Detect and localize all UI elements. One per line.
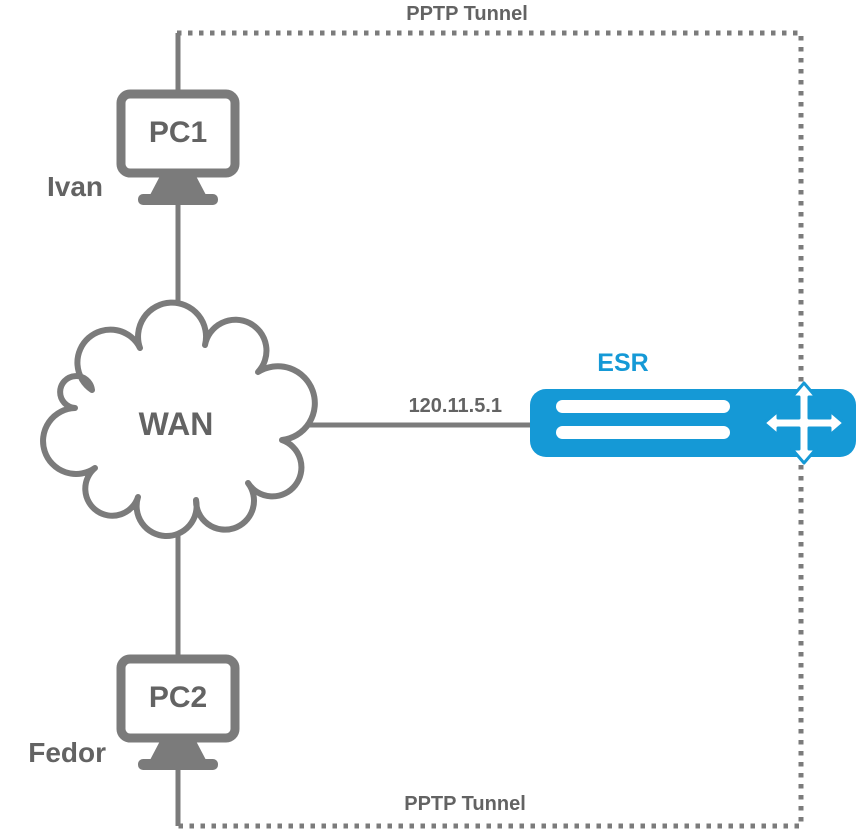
wan-cloud-icon xyxy=(40,299,318,539)
pc2-monitor-icon xyxy=(116,654,240,770)
pc1-user-label: Ivan xyxy=(46,171,103,202)
pptp-tunnel-path xyxy=(177,30,804,829)
wan-ip-label: 120.11.5.1 xyxy=(408,395,502,417)
tunnel-label-bottom: PPTP Tunnel xyxy=(404,793,526,815)
router-slot-bar xyxy=(556,400,730,413)
tunnel-label-top: PPTP Tunnel xyxy=(406,3,528,25)
esr-router-icon xyxy=(530,381,856,465)
pc2-label: PC2 xyxy=(148,681,208,714)
pc2-user-label: Fedor xyxy=(28,737,106,768)
cross-arrows-icon xyxy=(762,381,846,465)
router-slot-bar xyxy=(556,426,730,439)
pc1-monitor-icon xyxy=(116,89,240,205)
pc1-label: PC1 xyxy=(148,116,208,149)
wan-label: WAN xyxy=(138,406,214,442)
esr-label: ESR xyxy=(597,349,649,377)
